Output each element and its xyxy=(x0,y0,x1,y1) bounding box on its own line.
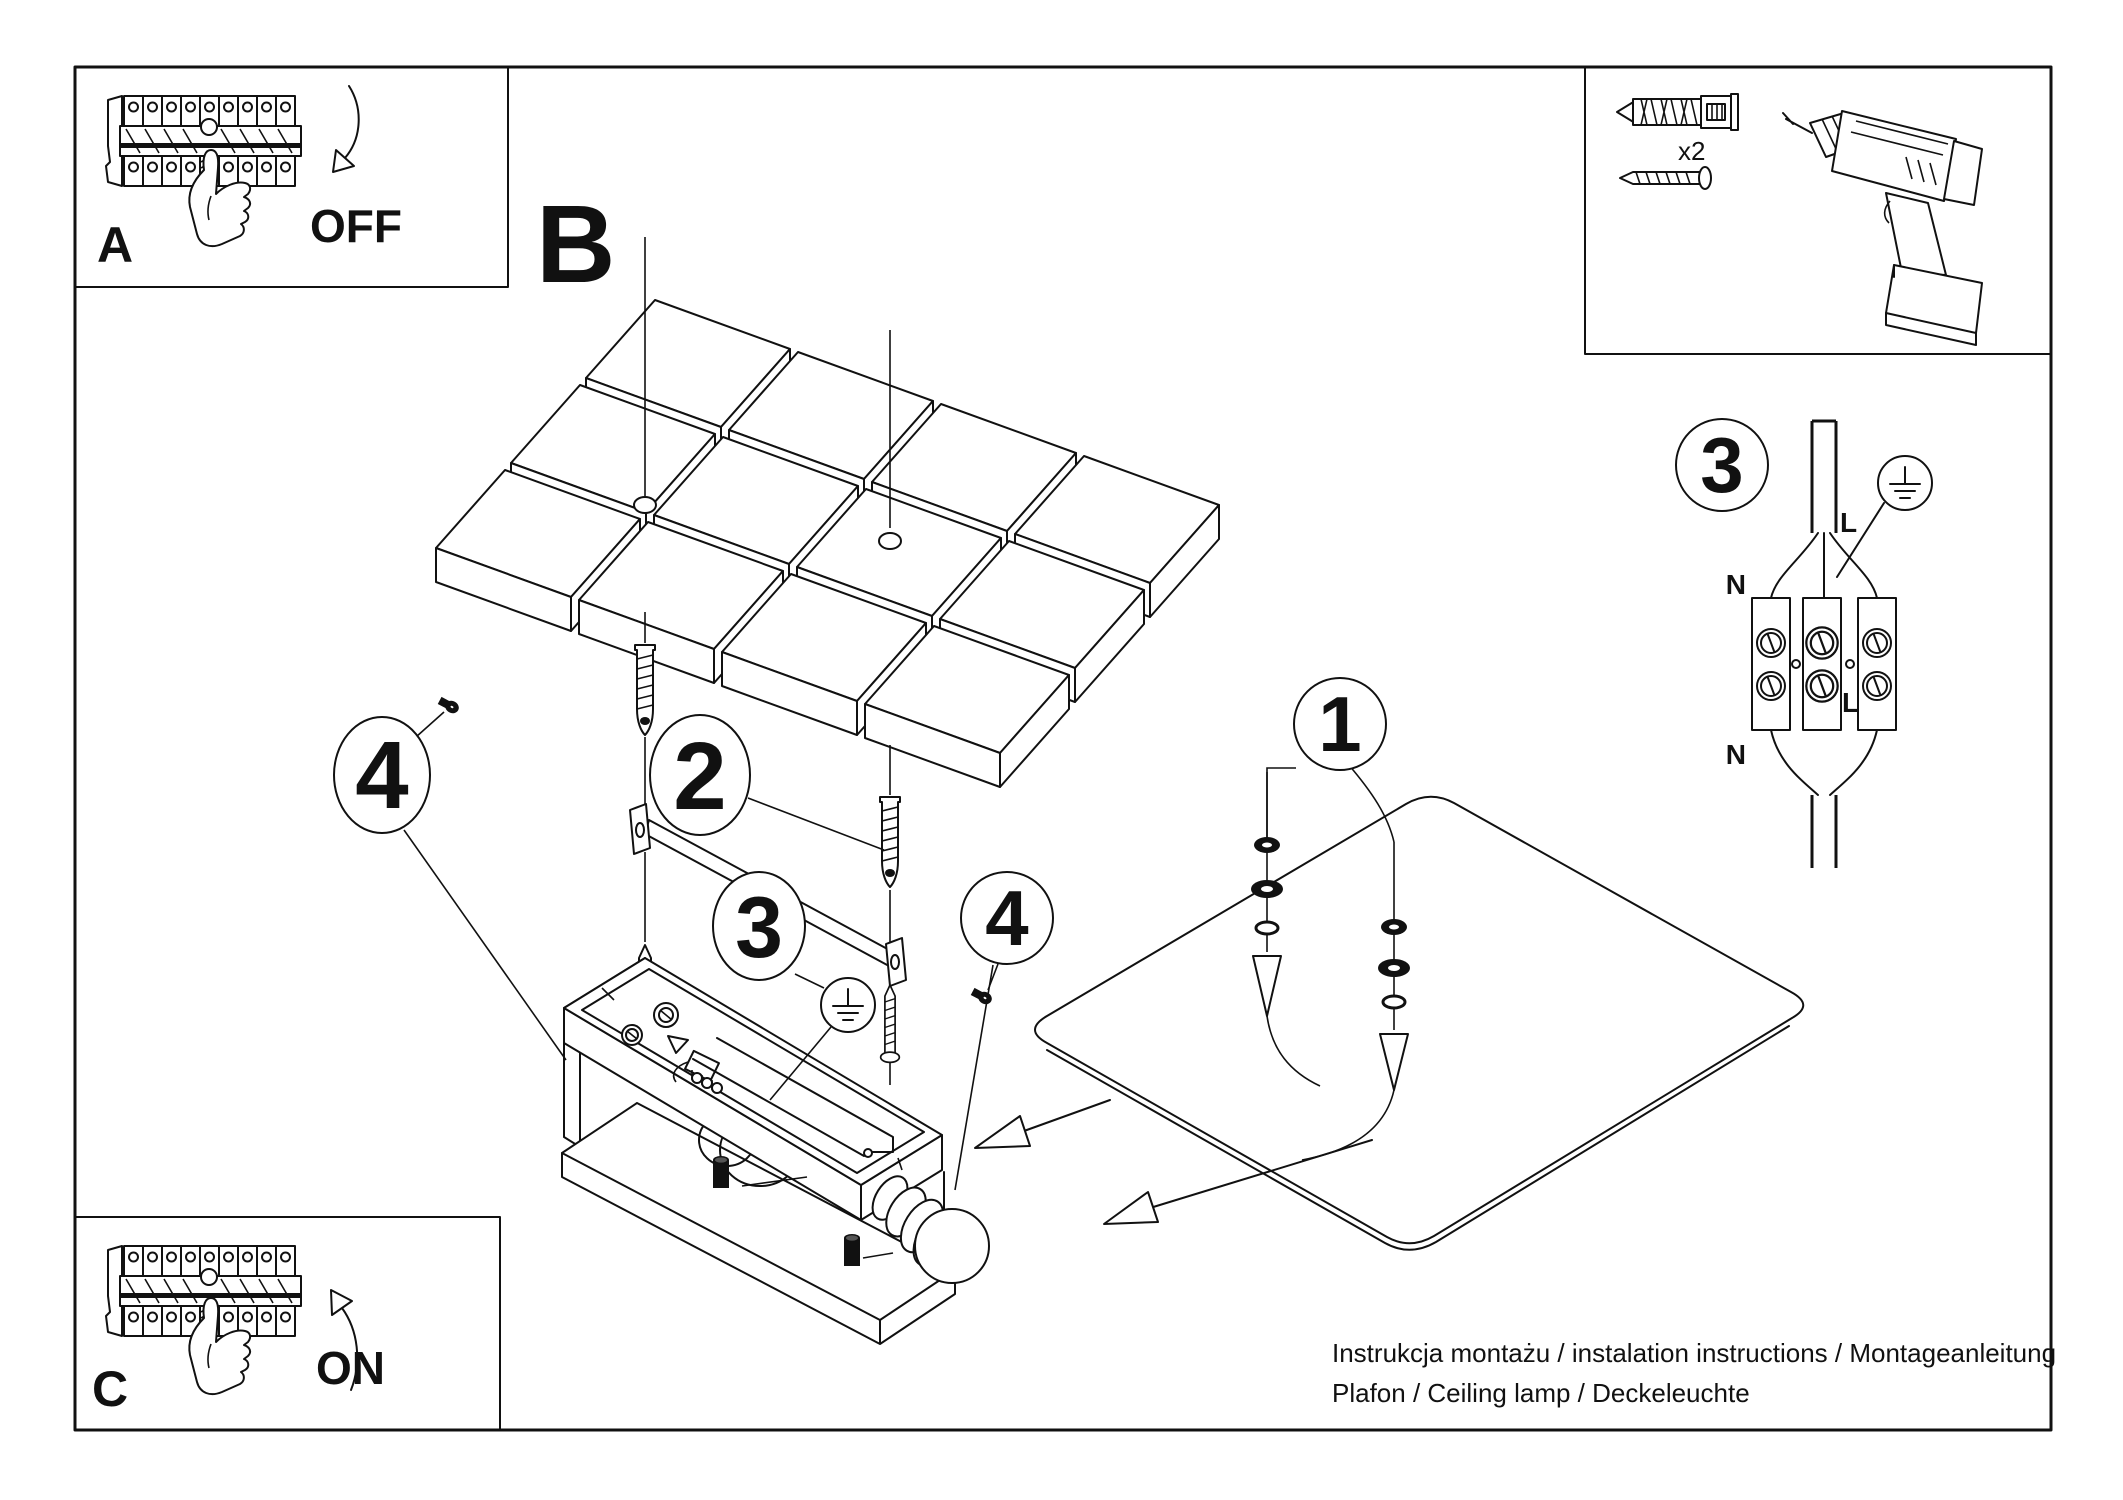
terminal-block-right xyxy=(1857,597,1897,731)
wall-plug-icon xyxy=(1616,93,1739,131)
panel-thickness-edge xyxy=(1046,1025,1790,1251)
instructions-text: Instrukcja montażu / instalation instruc… xyxy=(1332,1338,2056,1408)
wall-plug-icon xyxy=(879,796,901,888)
callout-4-number: 4 xyxy=(355,722,408,829)
callout-4-left: 4 xyxy=(333,694,567,1061)
canopy-screw-icon xyxy=(968,985,995,1008)
step-c-label: C xyxy=(92,1361,128,1417)
neutral-bottom-label: N xyxy=(1726,739,1746,770)
wiring-step-circle xyxy=(1675,418,1769,512)
canopy-screw-icon xyxy=(435,694,462,717)
earth-symbol-icon xyxy=(820,977,876,1033)
mains-cable-top xyxy=(1810,419,1838,533)
wires-bottom xyxy=(1770,729,1878,796)
callout-4-number: 4 xyxy=(985,874,1028,962)
arrow-left-icon xyxy=(974,1115,1031,1149)
callout-1 xyxy=(1293,677,1387,771)
screw-icon xyxy=(1619,166,1712,190)
wiring-diagram: 3 L N L N xyxy=(1675,418,1933,868)
drill-icon xyxy=(1782,110,1983,346)
box-c xyxy=(74,1216,501,1431)
drill-hole xyxy=(633,496,657,514)
step-c-power-on: C ON xyxy=(92,1246,385,1417)
live-bottom-label: L xyxy=(1842,687,1859,718)
step-a-label: A xyxy=(97,217,133,273)
callout-3-number: 3 xyxy=(735,880,783,976)
instructions-line-2: Plafon / Ceiling lamp / Deckeleuchte xyxy=(1332,1378,1750,1408)
off-label: OFF xyxy=(310,200,402,252)
terminal-block-middle xyxy=(1802,597,1842,731)
ceiling-panel xyxy=(1034,795,1805,1251)
spacer-cylinders xyxy=(713,1156,894,1266)
fixing-axis-right xyxy=(878,330,902,1085)
arrow-down-icon xyxy=(1379,1033,1409,1091)
lamp-stand-lines xyxy=(563,1039,945,1241)
earth-leader-line xyxy=(1836,502,1885,578)
arrow-up-icon xyxy=(330,1289,359,1391)
fixing-axis-left xyxy=(633,237,657,1037)
step-b-label: B xyxy=(536,183,615,306)
live-top-label: L xyxy=(1840,507,1857,538)
ceiling-tile-grid xyxy=(435,299,1220,788)
screw-icon xyxy=(879,984,901,1064)
instructions-line-1: Instrukcja montażu / instalation instruc… xyxy=(1332,1338,2056,1368)
drill-hole xyxy=(878,532,902,550)
neutral-top-label: N xyxy=(1726,569,1746,600)
assembly-arrows xyxy=(974,1099,1373,1225)
box-tools xyxy=(1584,66,2052,355)
anchor-count-label: x2 xyxy=(1678,136,1705,166)
wires-top xyxy=(1770,532,1878,599)
wiring-step-number: 3 xyxy=(1700,421,1743,509)
wall-plug-icon xyxy=(634,644,656,736)
lamp-canopy xyxy=(563,957,943,1221)
arrow-down-icon xyxy=(1252,955,1282,1017)
callout-2: 2 xyxy=(649,714,885,851)
light-bulb-icon xyxy=(914,1208,990,1284)
earth-symbol-icon xyxy=(1877,455,1933,511)
callout-4-right: 4 xyxy=(954,871,1054,1191)
callout-1-number: 1 xyxy=(1318,680,1361,768)
terminal-block-left xyxy=(1751,597,1791,731)
keyhole-slot xyxy=(692,1037,894,1157)
earth-callout: 3 xyxy=(712,871,876,1101)
lamp-assembly xyxy=(561,957,990,1345)
box-a xyxy=(74,66,509,288)
triangle-mark-icon xyxy=(667,1035,689,1054)
arrow-left-icon xyxy=(1103,1191,1159,1225)
on-label: ON xyxy=(316,1342,385,1394)
arrow-down-icon xyxy=(332,85,360,173)
callout-2-number: 2 xyxy=(673,723,726,830)
callout-1-fasteners: 1 xyxy=(1250,677,1411,1161)
mains-cable-bottom xyxy=(1810,795,1838,868)
tools-panel: x2 xyxy=(1616,93,1983,346)
page-border xyxy=(73,65,2053,1432)
step-a-power-off: A OFF xyxy=(97,85,402,273)
